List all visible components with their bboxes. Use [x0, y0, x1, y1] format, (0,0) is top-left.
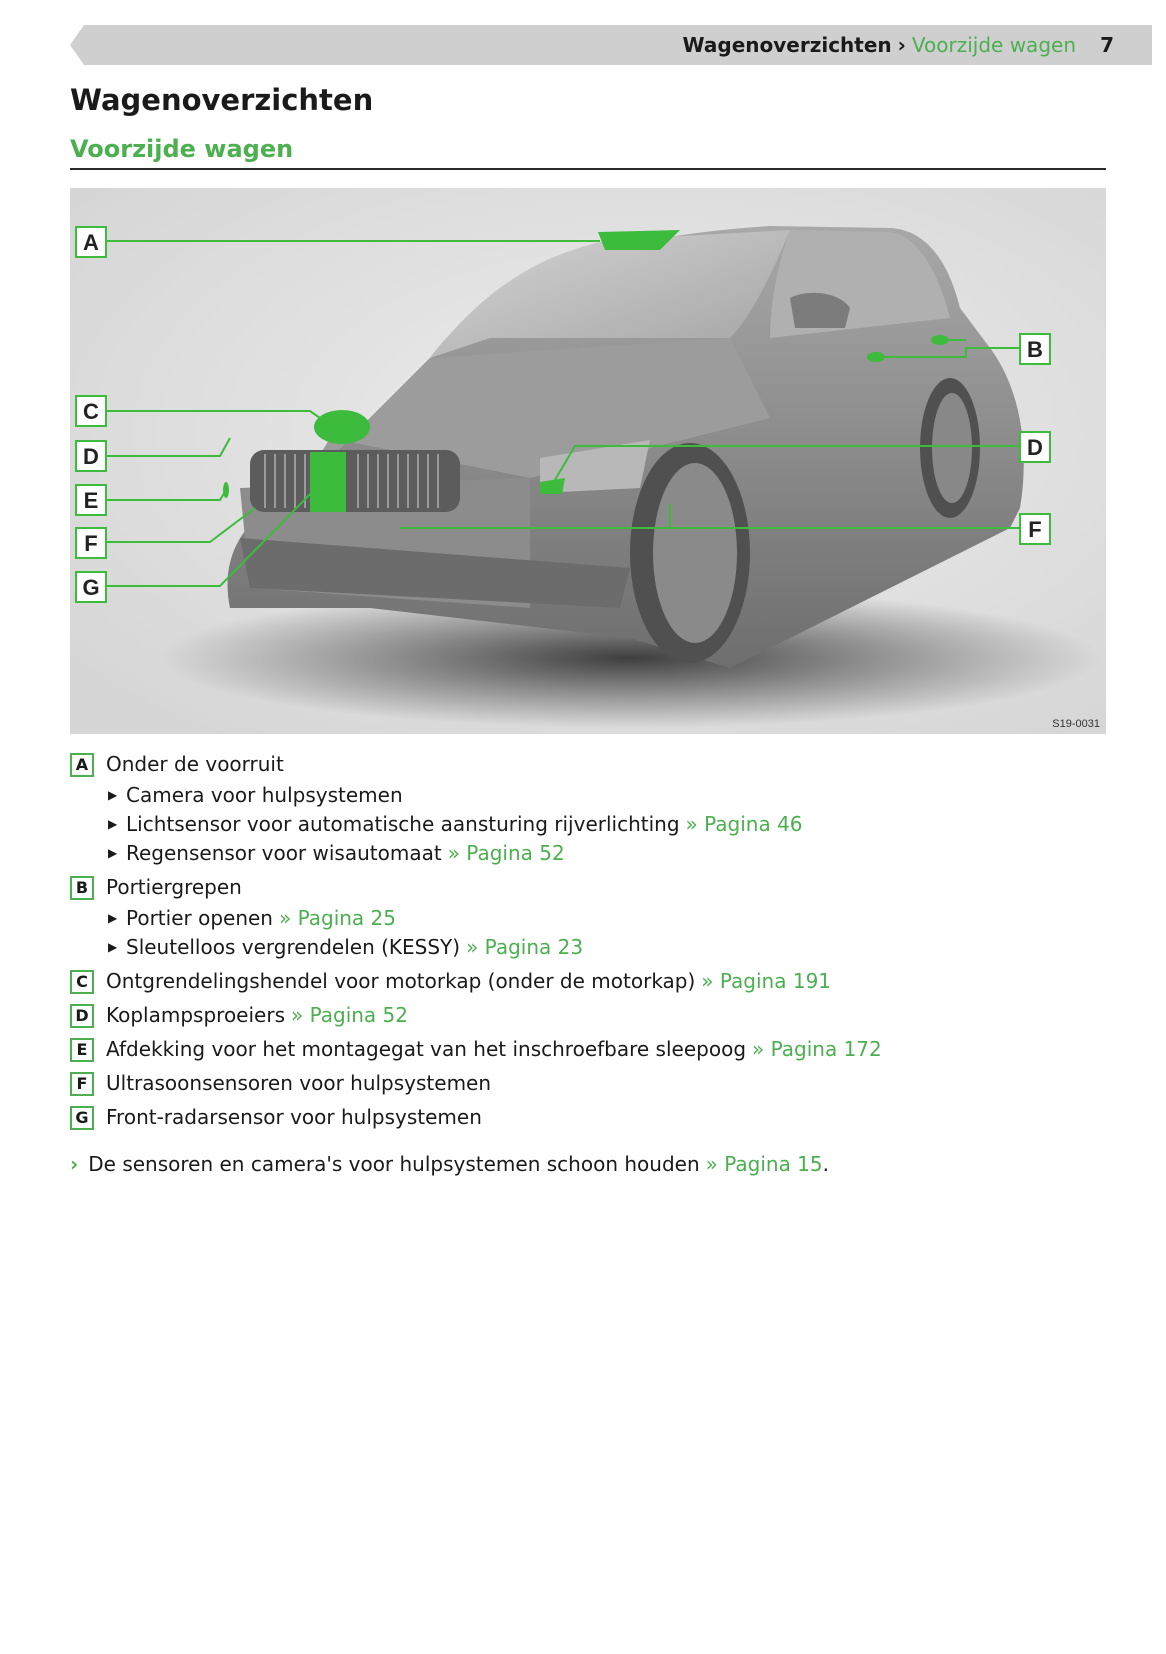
header-subsection: Voorzijde wagen [911, 33, 1076, 57]
legend-label: Koplampsproeiers [106, 1003, 285, 1027]
callout-d-right: D [1019, 431, 1051, 463]
page-ref-link[interactable]: » Pagina 191 [701, 969, 832, 993]
callout-c: C [75, 395, 107, 427]
section-title: Voorzijde wagen [70, 135, 294, 163]
car-front-figure: A B C D D E F [70, 188, 1106, 734]
note-end: . [822, 1152, 829, 1176]
legend-label: Onder de voorruit [106, 752, 284, 776]
page-number: 7 [1100, 33, 1114, 57]
ground-shadow [160, 588, 1100, 728]
svg-text:D: D [83, 444, 99, 469]
highlight-badge [314, 410, 370, 444]
legend-entry-d: D Koplampsproeiers » Pagina 52 [70, 1001, 1110, 1030]
svg-text:G: G [82, 575, 99, 600]
legend-key: G [70, 1105, 94, 1130]
figure-code: S19-0031 [1052, 718, 1100, 730]
legend-key: C [70, 969, 94, 994]
highlight-radar [310, 452, 346, 512]
legend: A Onder de voorruit ▶ Camera voor hulpsy… [70, 750, 1110, 1137]
legend-label: Ultrasoonsensoren voor hulpsystemen [106, 1071, 492, 1095]
highlight-windshield [598, 230, 680, 250]
car-illustration: A B C D D E F [70, 188, 1106, 734]
page-ref-link[interactable]: » Pagina 52 [290, 1003, 408, 1027]
header-separator: › [897, 33, 906, 57]
legend-label: Front-radarsensor voor hulpsystemen [106, 1105, 482, 1129]
legend-entry-c: C Ontgrendelingshendel voor motorkap (on… [70, 967, 1110, 996]
list-item: ▶ Lichtsensor voor automatische aansturi… [108, 810, 1110, 839]
cross-reference-note: › De sensoren en camera's voor hulpsyste… [70, 1150, 829, 1179]
page-ref-link[interactable]: » Pagina 25 [278, 906, 396, 930]
header-section: Wagenoverzichten [682, 33, 892, 57]
legend-entry-b: B Portiergrepen [70, 873, 1110, 902]
callout-d-left: D [75, 440, 107, 472]
leader-lines [106, 240, 1020, 587]
highlights [223, 230, 949, 512]
list-item: ▶ Portier openen » Pagina 25 [108, 904, 1110, 933]
triangle-bullet-icon: ▶ [108, 911, 118, 925]
legend-key: A [70, 752, 94, 777]
running-header: Wagenoverzichten › Voorzijde wagen [683, 31, 1076, 59]
page-title: Wagenoverzichten [70, 83, 374, 117]
page-ref-link[interactable]: » Pagina 52 [447, 841, 565, 865]
page-ref-link[interactable]: » Pagina 15 [705, 1152, 823, 1176]
page-ref-link[interactable]: » Pagina 172 [752, 1037, 882, 1061]
callout-a: A [75, 226, 107, 258]
legend-label: Portiergrepen [106, 875, 242, 899]
legend-key: F [70, 1071, 94, 1096]
legend-entry-e: E Afdekking voor het montagegat van het … [70, 1035, 1110, 1064]
callout-f-left: F [75, 527, 107, 559]
svg-text:F: F [84, 531, 97, 556]
legend-key: B [70, 875, 94, 900]
title-rule [70, 168, 1106, 170]
svg-text:B: B [1027, 337, 1043, 362]
list-item: ▶ Regensensor voor wisautomaat » Pagina … [108, 839, 1110, 868]
svg-text:A: A [83, 230, 99, 255]
chevron-right-icon: › [70, 1152, 79, 1176]
legend-a-items: ▶ Camera voor hulpsystemen ▶ Lichtsensor… [108, 781, 1110, 868]
list-item: ▶ Sleutelloos vergrendelen (KESSY) » Pag… [108, 933, 1110, 962]
legend-label: Afdekking voor het montagegat van het in… [106, 1037, 747, 1061]
triangle-bullet-icon: ▶ [108, 846, 118, 860]
legend-b-items: ▶ Portier openen » Pagina 25 ▶ Sleutello… [108, 904, 1110, 962]
legend-entry-f: F Ultrasoonsensoren voor hulpsystemen [70, 1069, 1110, 1098]
callout-e: E [75, 484, 107, 516]
page-ref-link[interactable]: » Pagina 46 [685, 812, 803, 836]
header-band [70, 25, 1152, 65]
svg-text:F: F [1028, 517, 1041, 542]
callout-f-right: F [1019, 513, 1051, 545]
legend-key: E [70, 1037, 94, 1062]
legend-key: D [70, 1003, 94, 1028]
legend-entry-g: G Front-radarsensor voor hulpsystemen [70, 1103, 1110, 1132]
triangle-bullet-icon: ▶ [108, 817, 118, 831]
list-item: ▶ Camera voor hulpsystemen [108, 781, 1110, 810]
page-ref-link[interactable]: » Pagina 23 [466, 935, 584, 959]
svg-text:E: E [84, 488, 99, 513]
callout-g: G [75, 571, 107, 603]
legend-entry-a: A Onder de voorruit [70, 750, 1110, 779]
legend-label: Ontgrendelingshendel voor motorkap (onde… [106, 969, 696, 993]
note-text: De sensoren en camera's voor hulpsysteme… [88, 1152, 700, 1176]
triangle-bullet-icon: ▶ [108, 788, 118, 802]
callout-b: B [1019, 333, 1051, 365]
triangle-bullet-icon: ▶ [108, 940, 118, 954]
svg-text:D: D [1027, 435, 1043, 460]
highlight-washer [540, 478, 565, 494]
svg-text:C: C [83, 399, 99, 424]
